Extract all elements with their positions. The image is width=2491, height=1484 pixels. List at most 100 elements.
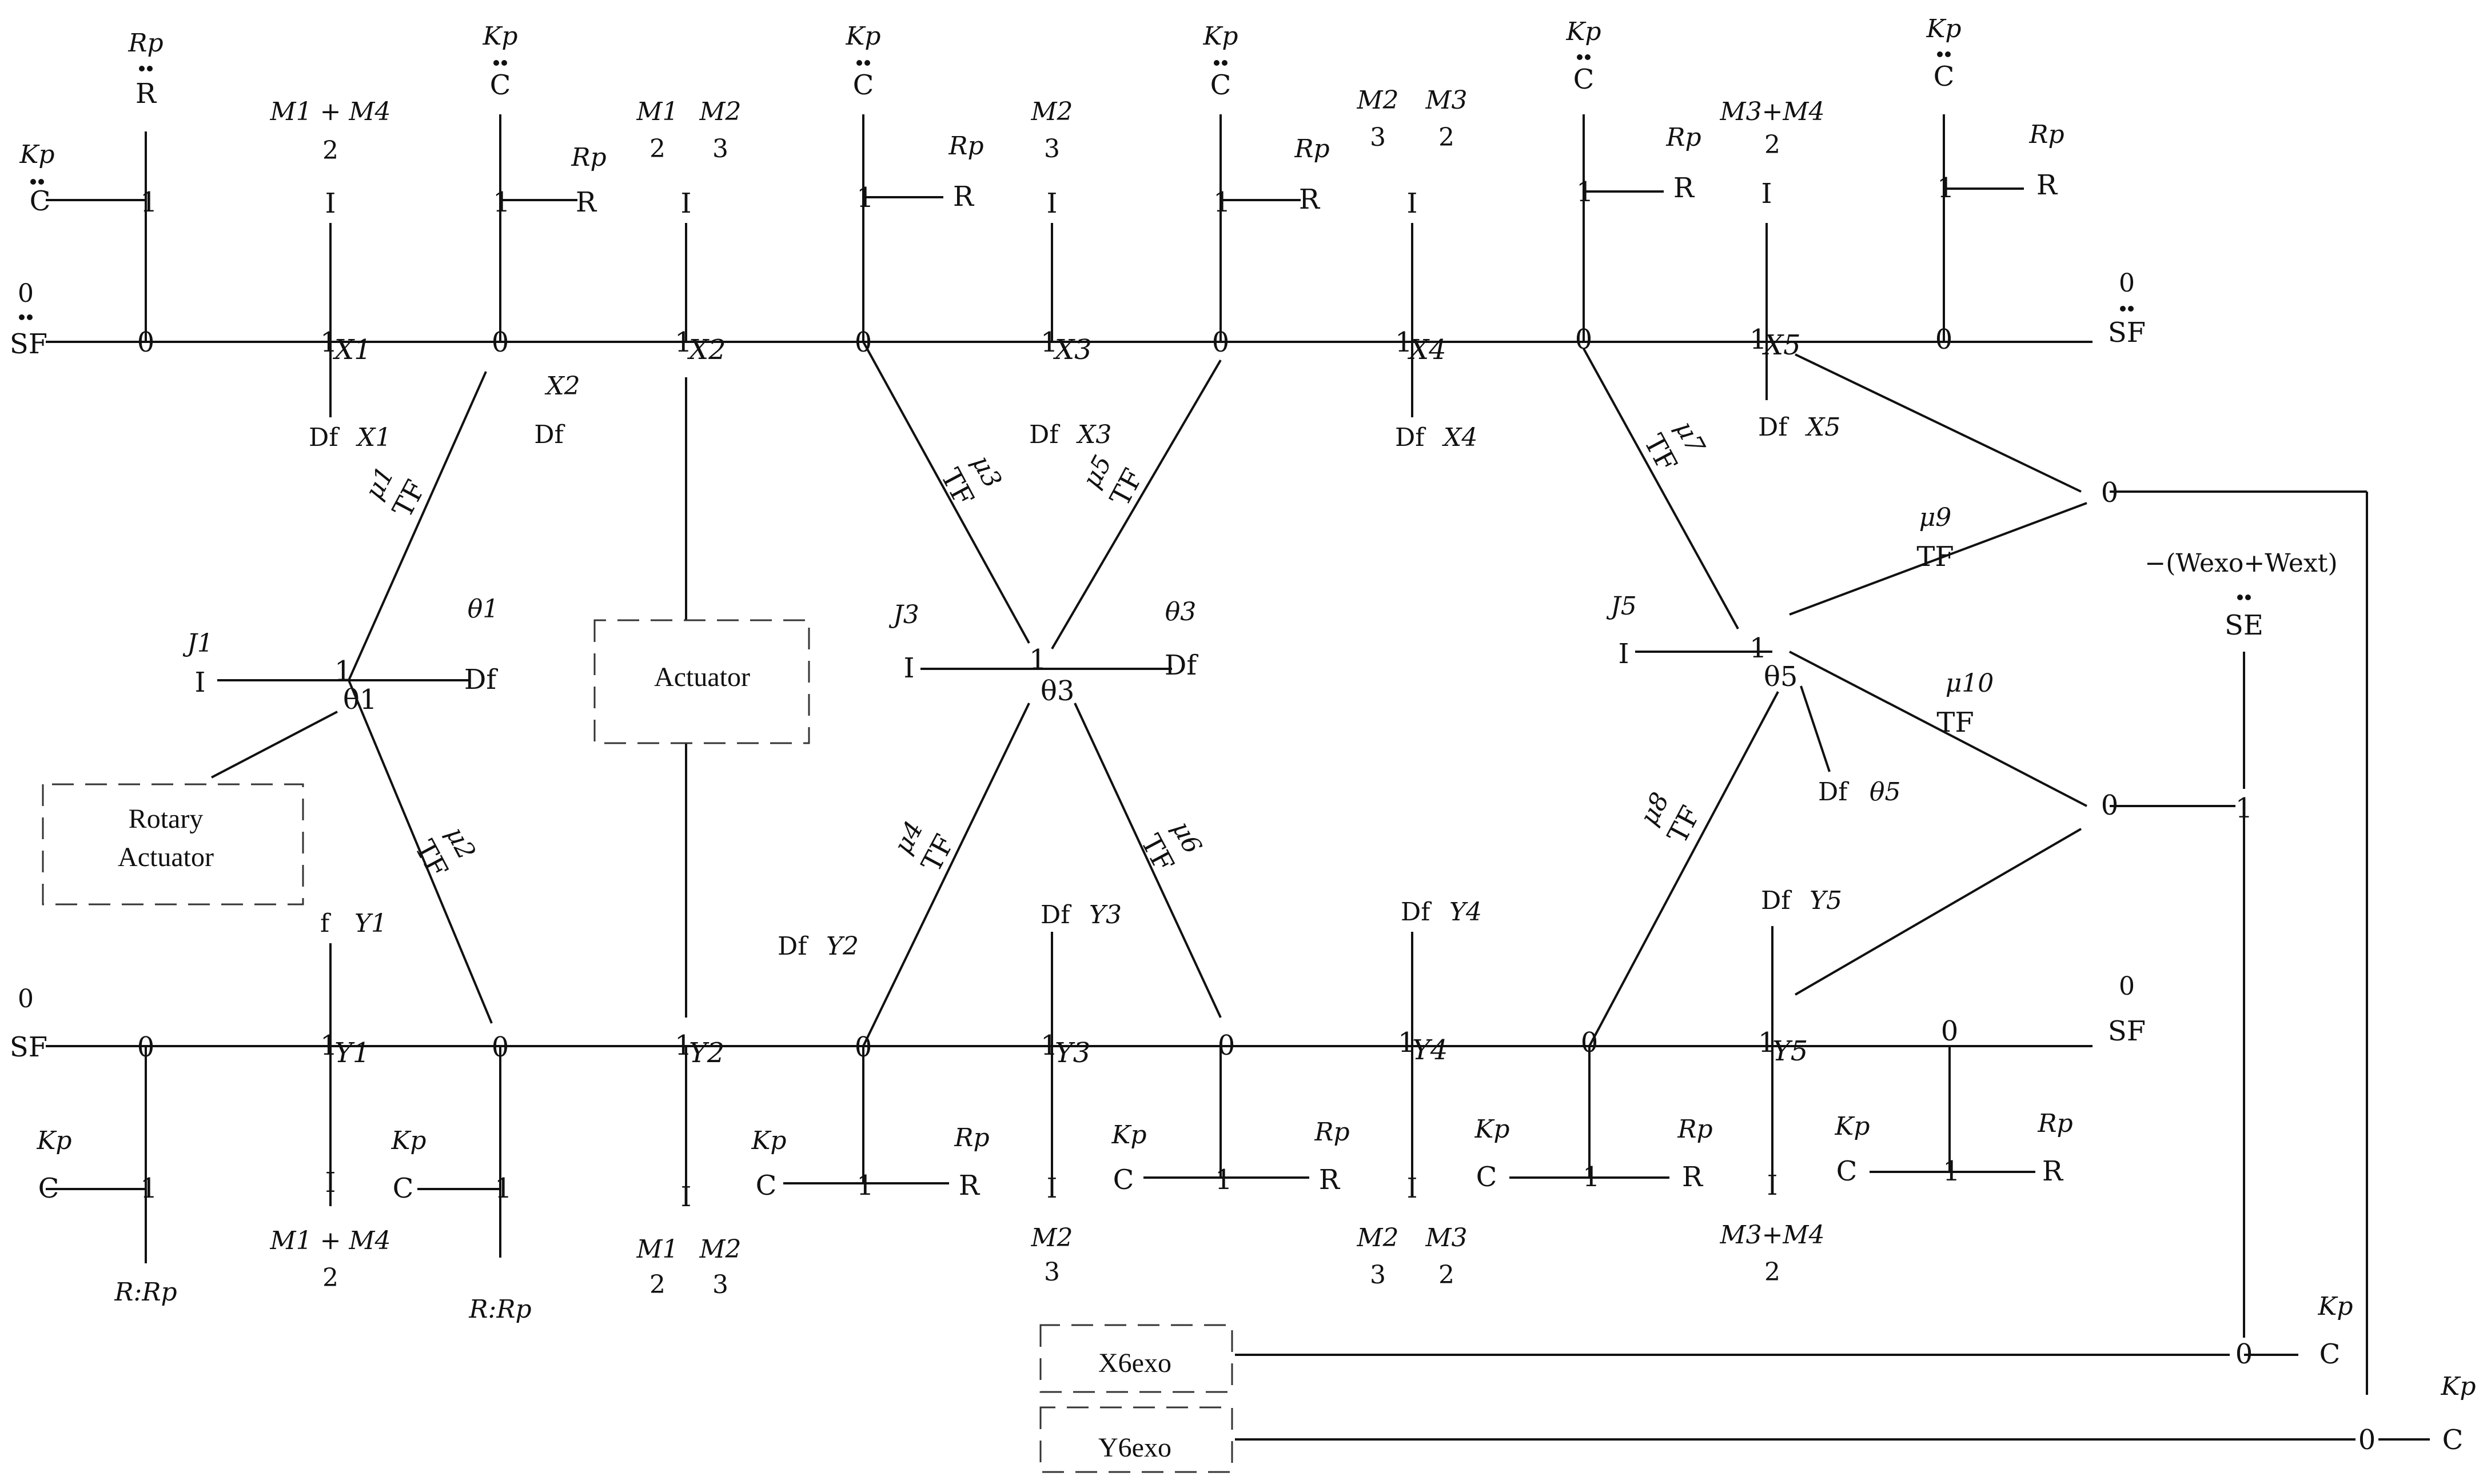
junction-1: 1	[493, 186, 511, 218]
i-element: I	[1407, 188, 1418, 220]
bond-lines	[46, 114, 2430, 1441]
junction-0: 0	[855, 326, 872, 358]
mass-m2: M2	[699, 97, 741, 126]
sf-value: 0	[2119, 269, 2135, 298]
x6exo-label: X6exo	[1098, 1348, 1171, 1378]
junction-0: 0	[1935, 324, 1953, 356]
top-left-sf: 0 SF	[10, 279, 47, 360]
sf-label: SF	[2108, 1015, 2146, 1047]
f-label: f	[320, 909, 331, 938]
junction-1-x5: 1	[1749, 324, 1767, 356]
mass-den: 2	[322, 136, 338, 165]
junction-1: 1	[140, 186, 158, 218]
r-rp-label: R:Rp	[114, 1278, 177, 1307]
rp-label: Rp	[1665, 123, 1701, 152]
df-label: Df	[1395, 423, 1426, 452]
i-element: I	[325, 1167, 336, 1199]
df-label: Df	[1401, 897, 1432, 927]
junction-0: 0	[855, 1031, 872, 1063]
sf-value: 0	[2119, 972, 2135, 1001]
junction-1-y3: 1	[1041, 1030, 1058, 1062]
kp-label: Kp	[1474, 1115, 1509, 1144]
mass-den: 2	[1438, 123, 1454, 152]
mass-den: 3	[1370, 1260, 1386, 1290]
r-element: R	[953, 181, 975, 213]
c-element: C	[1476, 1161, 1497, 1193]
kp-label: Kp	[2317, 1292, 2353, 1321]
junction-1: 1	[856, 182, 874, 214]
junction-0: 0	[1575, 324, 1593, 356]
rp-label: Rp	[954, 1123, 989, 1152]
kp-label: Kp	[2440, 1372, 2476, 1401]
df-label: Df	[1165, 649, 1198, 681]
flow-x1: X1	[332, 334, 372, 366]
rp-label: Rp	[1314, 1118, 1349, 1147]
junction-1: 1	[1937, 172, 1955, 204]
inertia-param: J5	[1606, 592, 1637, 621]
i-element: I	[681, 1181, 692, 1213]
c-element: C	[2319, 1338, 2341, 1370]
junction-0: 0	[137, 1031, 155, 1063]
c-element: C	[853, 69, 874, 101]
tf-element: TF	[1936, 707, 1974, 739]
mass-m2: M2	[1356, 86, 1398, 115]
df-flow: θ5	[1870, 777, 1900, 807]
junction-1-y2: 1	[675, 1030, 692, 1062]
bottom-row-junctions: 0 SF 0 1 Y1 0 1 Y2 0 1 Y3 0 1 Y4 0 1 Y5 …	[10, 972, 2146, 1069]
df-flow: X3	[1076, 420, 1111, 449]
flow-x3: X3	[1053, 334, 1092, 366]
mu-label: μ9	[1919, 503, 1952, 532]
i-element: I	[1047, 1172, 1058, 1204]
mass-num: M2	[1030, 97, 1073, 126]
junction-1-x1: 1	[320, 326, 338, 358]
junction-1: 1	[334, 655, 352, 687]
r-element: R	[1673, 172, 1695, 204]
mass-num: M3+M4	[1720, 97, 1825, 126]
x6exo-box: X6exo	[1039, 1324, 1233, 1393]
kp-label: Kp	[36, 1126, 71, 1155]
df-flow: Y3	[1089, 900, 1122, 930]
mass-den: 2	[1438, 1260, 1454, 1290]
kp-label: Kp	[482, 22, 517, 51]
flow-y2: Y2	[689, 1037, 724, 1069]
mass-m2: M2	[1356, 1223, 1398, 1252]
r-element: R	[1682, 1161, 1704, 1193]
df-flow: θ3	[1165, 597, 1196, 627]
junction-1: 1	[1576, 176, 1594, 208]
mass-den: 3	[1044, 134, 1060, 163]
actuator-label: Actuator	[654, 662, 750, 692]
rotary-label-2: Actuator	[118, 842, 214, 872]
mass-den: 2	[649, 1270, 665, 1299]
flow-theta1: θ1	[343, 684, 377, 716]
kp-label: Kp	[1111, 1120, 1146, 1150]
i-element: I	[1619, 638, 1629, 670]
c-element: C	[490, 69, 511, 101]
c-element: C	[1210, 69, 1231, 101]
df-label: Df	[1758, 413, 1789, 442]
df-flow: X5	[1805, 413, 1840, 442]
df-label: Df	[464, 664, 498, 696]
flow-x2: X2	[687, 334, 726, 366]
df-label: Df	[778, 932, 808, 961]
df-flow: X2	[544, 372, 580, 401]
junction-0: 0	[1212, 326, 1230, 358]
flow-y1: Y1	[334, 1037, 370, 1069]
kp-label: Kp	[1834, 1112, 1870, 1141]
bottom-elements: f Y1 Df Y2 Df Y3 Df Y4 Df Y5 Kp C 1 R:Rp…	[36, 886, 2072, 1324]
mass-num: M1 + M4	[270, 1226, 391, 1255]
i-element: I	[195, 667, 206, 699]
mass-den: 2	[322, 1263, 338, 1292]
top-row-junctions: 0 1 X1 0 1 X2 0 1 X3 0 1 X4 0 1 X5 0	[137, 324, 1953, 366]
df-label: Df	[309, 423, 340, 452]
junction-0: 0	[2101, 477, 2119, 509]
kp-label: Kp	[1202, 22, 1238, 51]
junction-1: 1	[1213, 186, 1231, 218]
i-element: I	[904, 652, 915, 684]
dot-markers	[19, 51, 2251, 600]
inertia-param: J3	[888, 600, 919, 629]
actuator-box: Actuator	[593, 619, 810, 744]
i-element: I	[1761, 178, 1772, 210]
sf-value: 0	[18, 984, 34, 1014]
flow-y4: Y4	[1412, 1034, 1448, 1066]
